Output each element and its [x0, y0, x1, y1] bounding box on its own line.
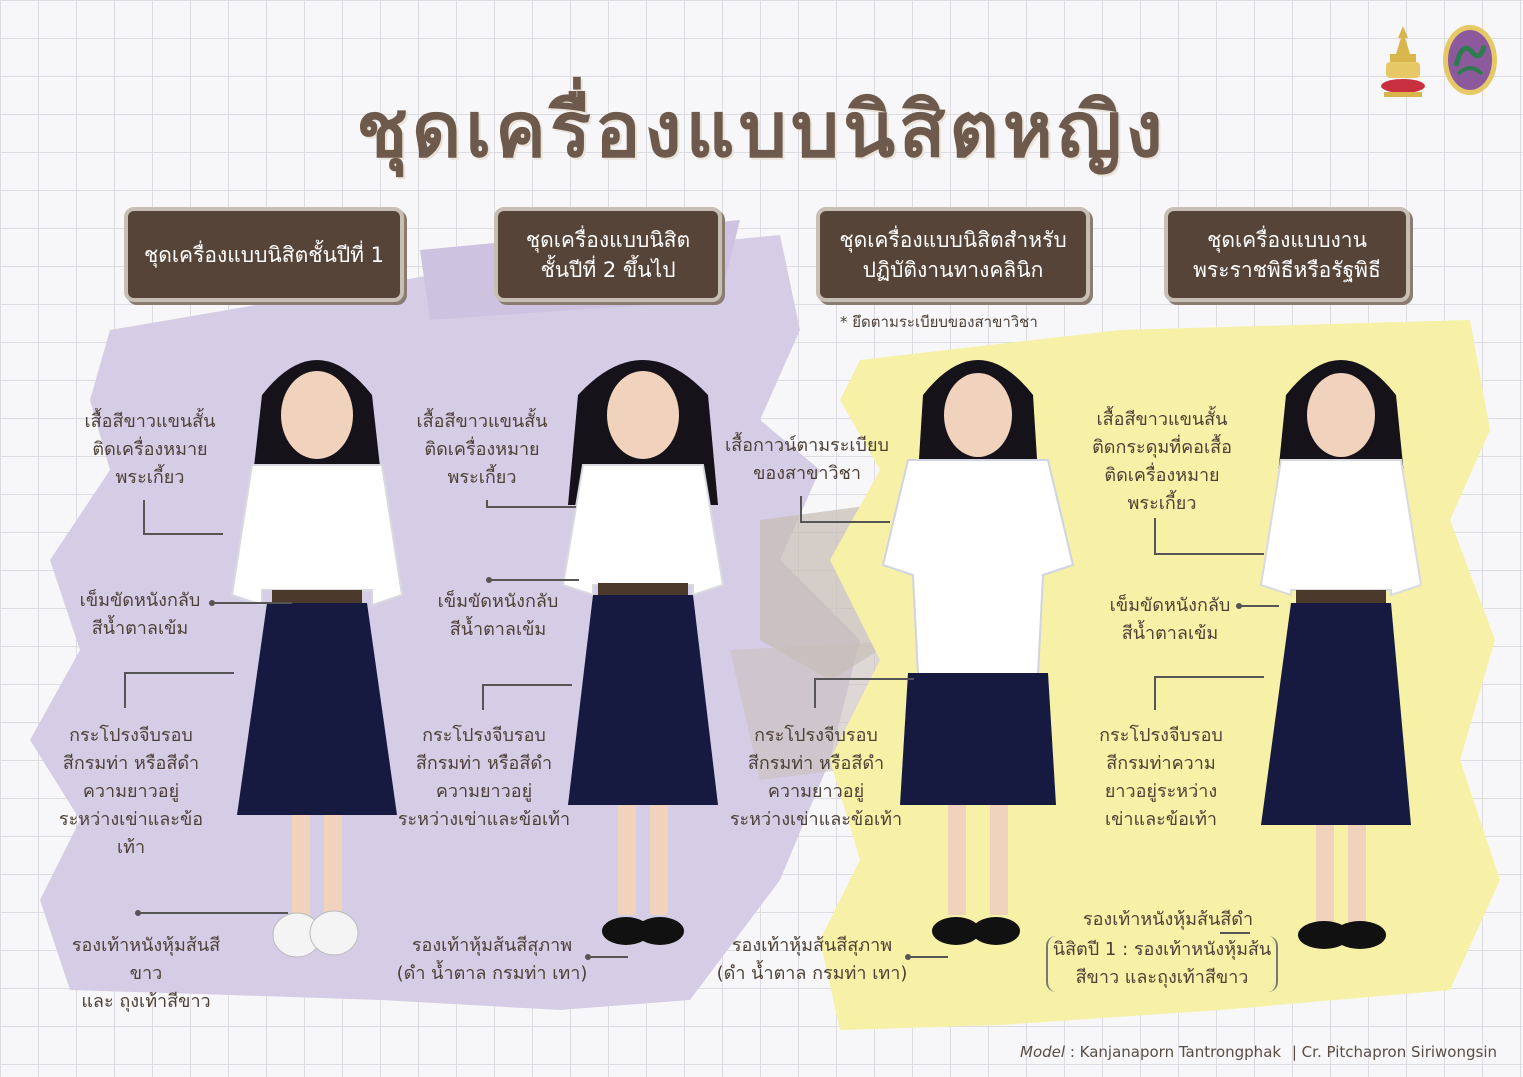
connector	[489, 579, 579, 581]
connector	[124, 672, 234, 674]
panel-4-shirt-label: เสื้อสีขาวแขนสั้น ติดกระดุมที่คอเสื้อ ติ…	[1092, 409, 1232, 514]
connector	[800, 521, 890, 523]
panel-1-heading: ชุดเครื่องแบบนิสิตชั้นปีที่ 1	[124, 207, 404, 302]
panel-1-shoes-label: รองเท้าหนังหุ้มส้นสีขาว และ ถุงเท้าสีขาว	[71, 935, 221, 1012]
panel-2-heading: ชุดเครื่องแบบนิสิต ชั้นปีที่ 2 ขึ้นไป	[494, 207, 722, 302]
connector	[124, 672, 126, 708]
photo-credit: Model : Kanjanaporn Tantrongphak | Cr. P…	[1020, 1043, 1497, 1061]
panel-2-shoes-label: รองเท้าหุ้มส้นสีสุภาพ (ดำ น้ำตาล กรมท่า …	[396, 935, 588, 984]
panel-4-belt-label: เข็มขัดหนังกลับ สีน้ำตาลเข้ม	[1109, 595, 1231, 644]
connector	[482, 684, 484, 710]
connector	[814, 678, 816, 708]
connector	[138, 912, 288, 914]
connector-dot	[585, 954, 591, 960]
model-photo-4	[1259, 360, 1423, 949]
panel-2-shirt-label: เสื้อสีขาวแขนสั้น ติดเครื่องหมาย พระเกี้…	[416, 411, 548, 488]
connector	[588, 956, 628, 958]
page-title: ชุดเครื่องแบบนิสิตหญิง	[356, 85, 1167, 174]
credit-model-name: : Kanjanaporn Tantrongphak	[1069, 1043, 1282, 1061]
connector	[1154, 676, 1156, 710]
model-photo-2	[561, 360, 725, 945]
panel-3-shoes-label: รองเท้าหุ้มส้นสีสุภาพ (ดำ น้ำตาล กรมท่า …	[716, 935, 908, 984]
connector	[212, 602, 292, 604]
credit-photographer: | Cr. Pitchapron Siriwongsin	[1291, 1043, 1497, 1061]
connector	[1154, 518, 1156, 554]
connector	[1220, 932, 1250, 934]
connector	[143, 500, 145, 534]
panel-3-heading: ชุดเครื่องแบบนิสิตสำหรับ ปฏิบัติงานทางคล…	[816, 207, 1090, 302]
connector	[800, 496, 802, 522]
panel-3-skirt-label: กระโปรงจีบรอบ สีกรมท่า หรือสีดำ ความยาวอ…	[729, 725, 903, 830]
model-photo-3	[881, 360, 1075, 945]
panel-1-skirt-label: กระโปรงจีบรอบ สีกรมท่า หรือสีดำ ความยาวอ…	[58, 725, 204, 858]
faculty-seal-icon	[1443, 25, 1497, 95]
connector-dot	[905, 954, 911, 960]
credit-model-label: Model	[1020, 1043, 1066, 1061]
panel-1-shirt-label: เสื้อสีขาวแขนสั้น ติดเครื่องหมาย พระเกี้…	[84, 411, 216, 488]
panel-4-shoes-label: รองเท้าหนังหุ้มส้นสีดำ	[1082, 909, 1254, 930]
chula-crest-icon	[1381, 26, 1425, 97]
connector-dot	[135, 910, 141, 916]
connector	[143, 533, 223, 535]
connector	[1154, 676, 1264, 678]
panel-3-note: * ยึดตามระเบียบของสาขาวิชา	[840, 313, 1038, 331]
panel-1-belt-label: เข็มขัดหนังกลับ สีน้ำตาลเข้ม	[79, 590, 201, 639]
panel-4-shoes-note: นิสิตปี 1 : รองเท้าหนังหุ้มส้น สีขาว และ…	[1046, 936, 1278, 992]
panel-4-skirt-label: กระโปรงจีบรอบ สีกรมท่าความ ยาวอยู่ระหว่า…	[1099, 725, 1223, 830]
connector	[1239, 605, 1279, 607]
panel-2-skirt-label: กระโปรงจีบรอบ สีกรมท่า หรือสีดำ ความยาวอ…	[397, 725, 571, 830]
connector	[1154, 553, 1264, 555]
connector	[908, 956, 948, 958]
connector	[486, 500, 488, 508]
connector	[482, 684, 572, 686]
connector	[814, 678, 914, 680]
panel-3-shirt-label: เสื้อกาวน์ตามระเบียบ ของสาขาวิชา	[725, 435, 889, 484]
connector	[486, 506, 576, 508]
model-photo-1	[230, 360, 404, 958]
panel-2-belt-label: เข็มขัดหนังกลับ สีน้ำตาลเข้ม	[437, 591, 559, 640]
connector-dot	[209, 600, 215, 606]
panel-4-heading: ชุดเครื่องแบบงาน พระราชพิธีหรือรัฐพิธี	[1164, 207, 1410, 302]
